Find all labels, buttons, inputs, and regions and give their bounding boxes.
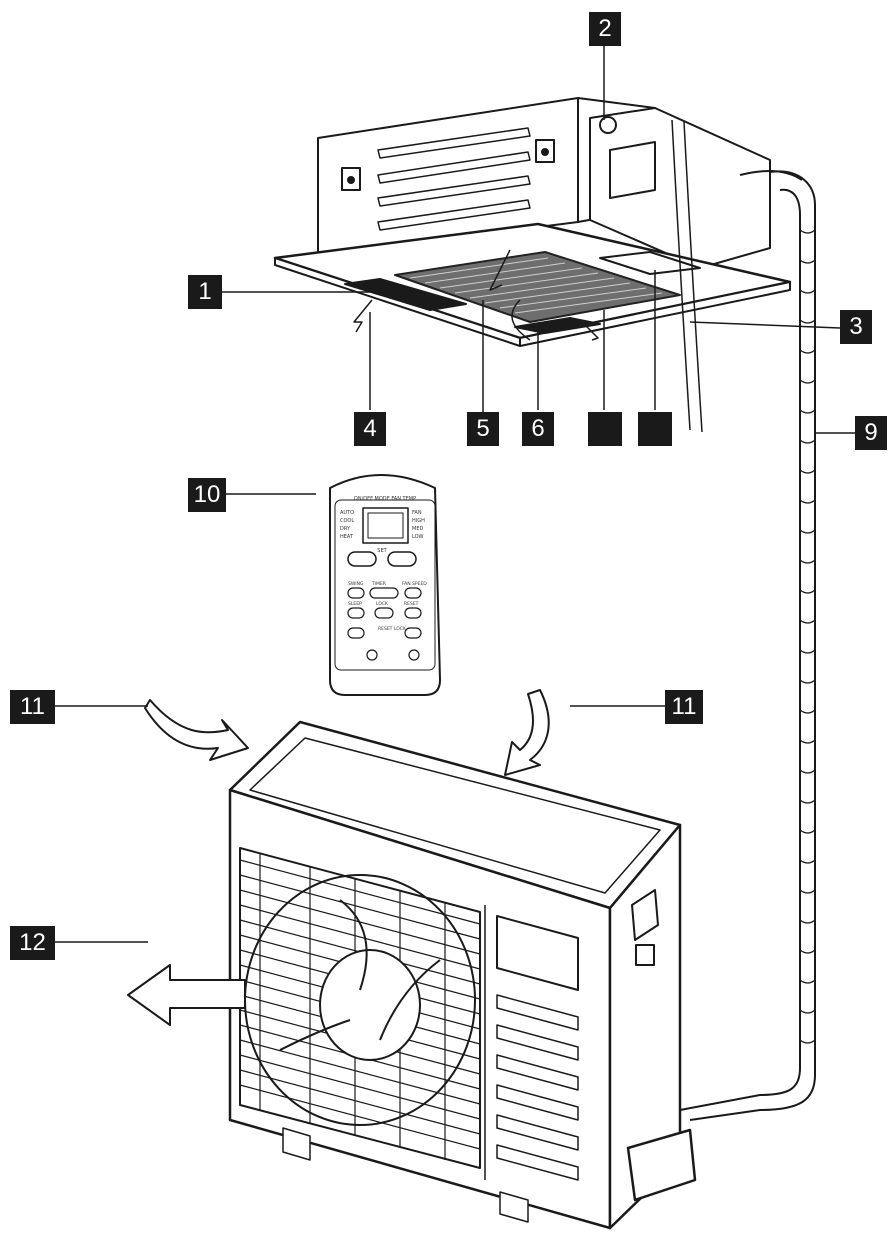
fan-hub [319,949,421,1061]
callout-7 [588,412,622,446]
air-out-arrow [127,964,246,1026]
callout-12: 12 [10,926,55,960]
remote-fan-low: LOW [412,534,424,540]
remote-up-button [347,551,377,567]
air-in-arrow-left [144,699,249,761]
remote-btn-fan-speed: FAN SPEED [402,581,427,587]
cassette-ribs [377,127,531,231]
remote-control: ON/OFF MODE FAN TEMP AUTO COOL DRY HEAT … [329,474,441,696]
pipe-corrugation [799,229,816,1044]
callout-11-left: 11 [10,690,55,724]
louvre-front [514,317,601,334]
remote-btn-reset: RESET [404,601,419,607]
callout-10: 10 [188,478,226,512]
callout-1: 1 [188,275,222,309]
remote-mode-cool: COOL [340,518,354,524]
callout-2: 2 [589,12,621,46]
remote-fan-fan: FAN [412,510,422,516]
remote-btn-swing: SWING [348,581,364,587]
callout-5: 5 [467,412,499,446]
remote-fan-med: MED [412,526,423,532]
connecting-pipe [679,170,816,1121]
valve-cover [626,1128,697,1202]
remote-mode-dry: DRY [340,526,351,532]
callout-9: 9 [855,416,887,450]
side-handle [631,889,659,941]
airflow-arrows [127,689,550,1026]
indoor-cassette-unit [273,97,803,433]
remote-down-button [387,551,417,567]
callout-11-right: 11 [665,690,703,724]
callout-4: 4 [354,412,386,446]
remote-btn-sleep: SLEEP [348,601,362,607]
remote-mode-auto: AUTO [340,510,354,516]
air-in-arrow-right [504,689,550,776]
louvre-left [344,278,467,311]
remote-btn-lock: LOCK [376,601,389,607]
leader-lines [55,46,855,943]
callout-8 [638,412,672,446]
callout-6: 6 [522,412,554,446]
callout-3: 3 [840,310,872,344]
access-panel [496,915,579,991]
louvre-right [599,251,701,275]
remote-top-line: ON/OFF MODE FAN TEMP [354,496,416,502]
remote-set-label: SET [377,548,387,554]
remote-fan-high: HIGH [412,518,425,524]
remote-mode-heat: HEAT [340,534,354,540]
remote-btn-timer: TIMER [371,581,386,587]
remote-small-label: RESET LOCK [378,626,407,632]
outdoor-unit [228,720,697,1230]
